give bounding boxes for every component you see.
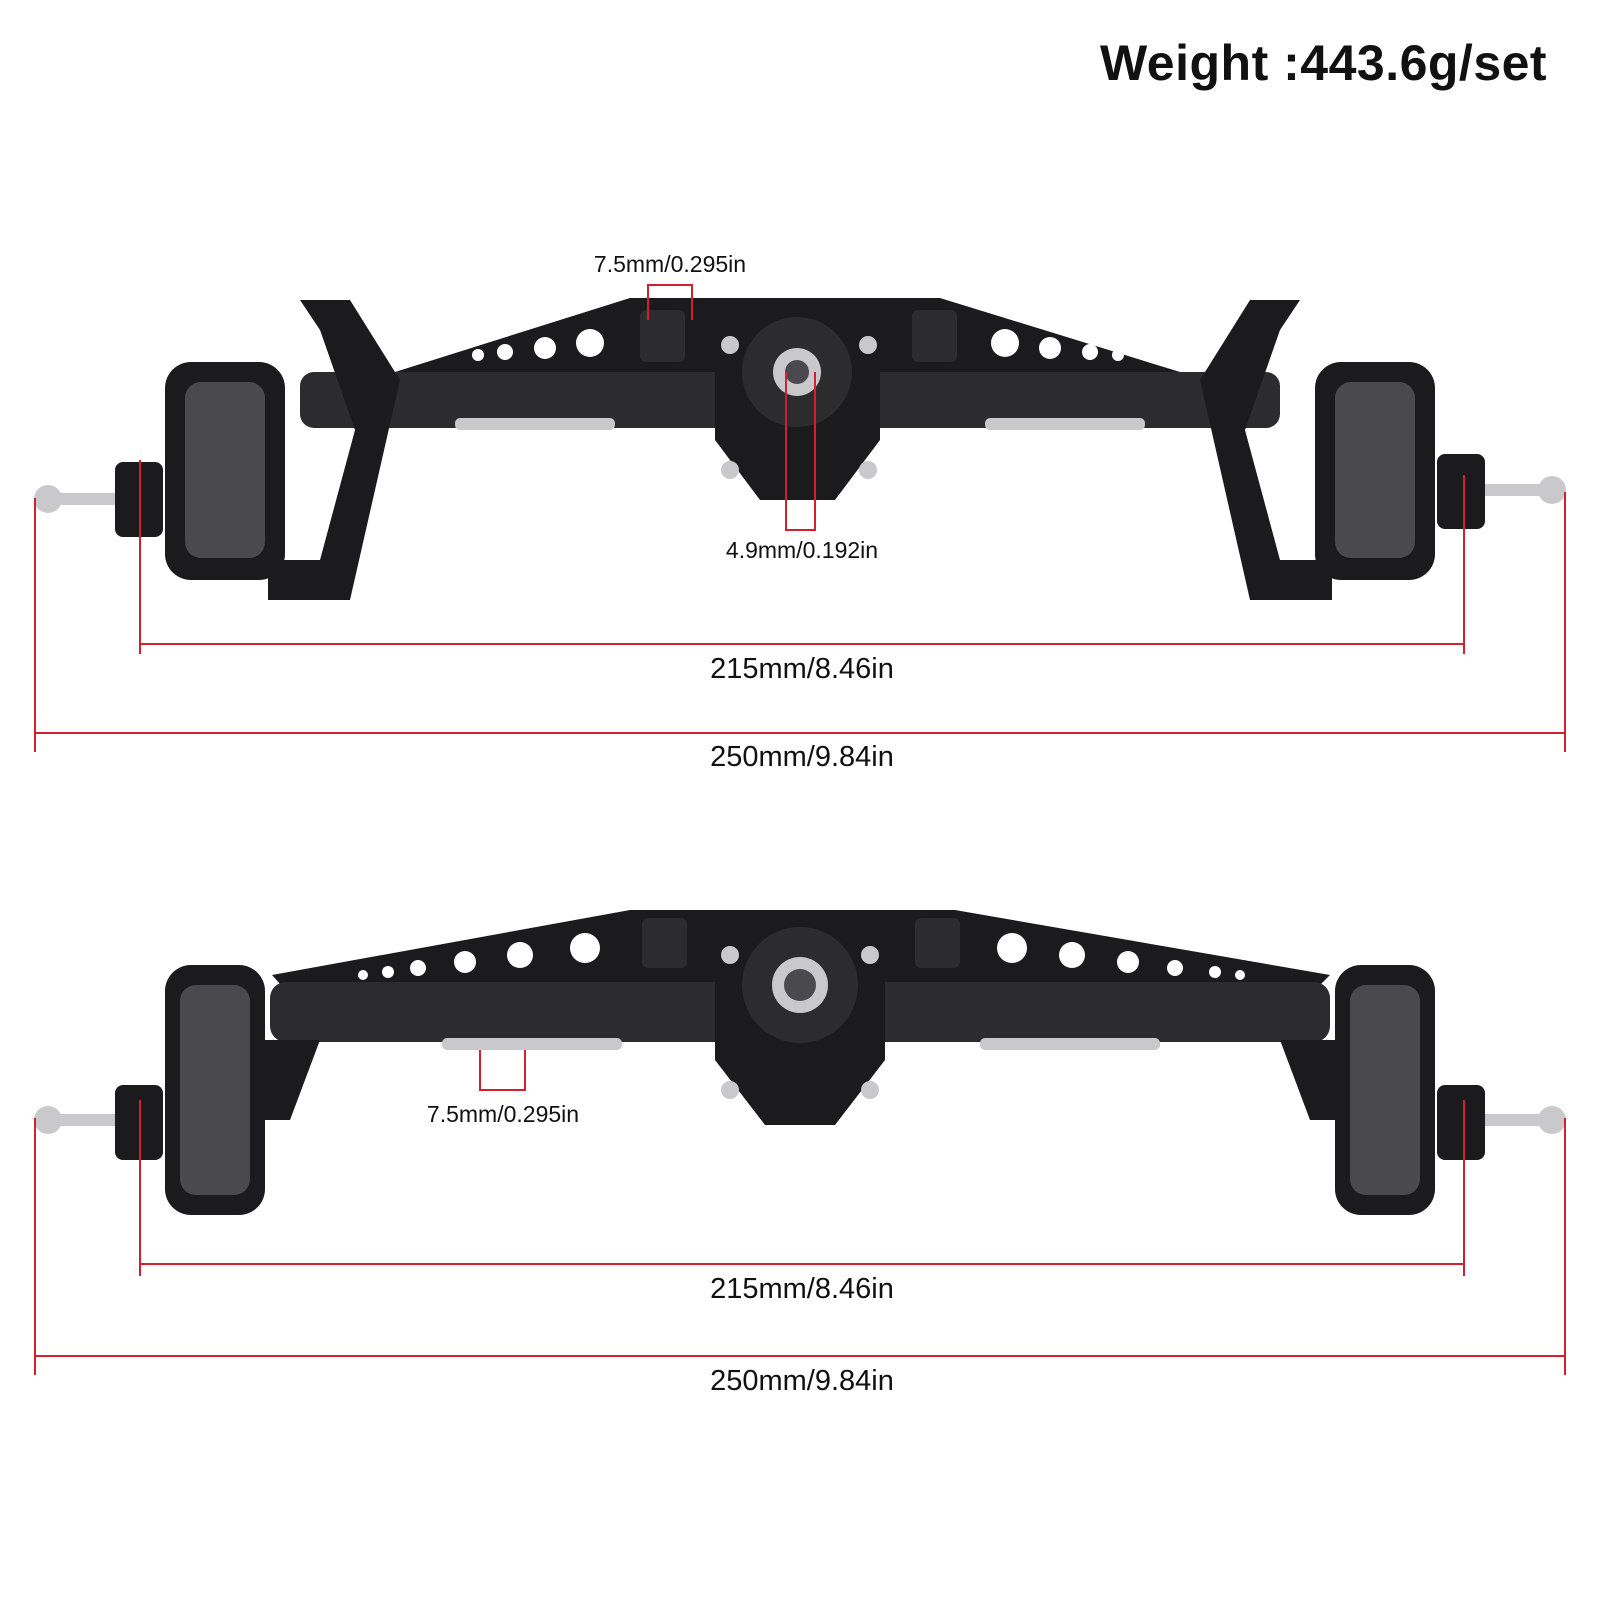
front-link-mount-label: 7.5mm/0.295in [594,251,746,277]
rear-overall-width-label: 250mm/9.84in [710,1365,894,1397]
front-truss-hole [1082,344,1098,360]
rear-truss-hole [507,942,533,968]
front-link-pin [985,418,1145,430]
front-left-wheel-nut [34,485,62,513]
front-truss-hole [991,329,1019,357]
rear-truss-hole [410,960,426,976]
rear-pinion-center [784,969,816,1001]
front-link-mount [640,310,685,362]
front-right-c-hub [1200,300,1332,600]
front-left-stub-shaft [52,493,132,505]
front-pinion-bracket [785,372,816,531]
rear-right-wheel-nut [1538,1106,1566,1134]
front-left-c-hub [268,300,400,600]
rear-right-portal-plate [1350,985,1420,1195]
rear-truss-hole [454,951,476,973]
rear-diff-bolt [861,1081,879,1099]
rear-truss-hole [570,933,600,963]
front-link-mount [912,310,957,362]
dimension-lines [34,284,1566,1375]
front-inner-width-label: 215mm/8.46in [710,653,894,685]
front-right-hex-hub [1437,454,1485,529]
front-link-mount-bracket [647,284,693,320]
rear-truss-hole [1209,966,1221,978]
rear-diff-bolt [861,946,879,964]
front-truss-hole [472,349,484,361]
front-right-wheel-nut [1538,476,1566,504]
rear-link-pin [442,1038,622,1050]
rear-truss-hole [1117,951,1139,973]
front-right-stub-shaft [1468,484,1548,496]
front-link-pin [455,418,615,430]
rear-left-portal-plate [180,985,250,1195]
front-pinion-label: 4.9mm/0.192in [726,537,878,563]
rear-axle [34,910,1566,1215]
rear-truss-hole [997,933,1027,963]
rear-truss-hole [358,970,368,980]
front-truss-hole [497,344,513,360]
rear-right-stub-shaft [1468,1114,1548,1126]
rear-left-wheel-nut [34,1106,62,1134]
front-left-portal-plate [185,382,265,558]
rear-truss-hole [382,966,394,978]
front-diff-bolt [721,336,739,354]
rear-link-mount-label: 7.5mm/0.295in [427,1101,579,1127]
front-truss-hole [576,329,604,357]
front-truss-hole [1112,349,1124,361]
front-right-portal-plate [1335,382,1415,558]
rear-link-pin [980,1038,1160,1050]
rear-truss-hole [1235,970,1245,980]
rear-left-stub-shaft [52,1114,132,1126]
rear-link-mount [915,918,960,968]
front-overall-width-label: 250mm/9.84in [710,741,894,773]
weight-title: Weight :443.6g/set [1100,35,1548,91]
rear-left-gusset [255,1040,320,1120]
rear-truss-hole [1167,960,1183,976]
front-axle [34,298,1566,600]
rear-link-mount [642,918,687,968]
front-truss-hole [1039,337,1061,359]
front-truss-hole [534,337,556,359]
rear-link-mount-bracket [479,1050,526,1091]
rear-right-hex-hub [1437,1085,1485,1160]
rear-truss-hole [1059,942,1085,968]
front-diff-bolt [721,461,739,479]
front-diff-bolt [859,461,877,479]
front-pinion-center [785,360,809,384]
rear-diff-bolt [721,946,739,964]
front-diff-bolt [859,336,877,354]
rear-diff-bolt [721,1081,739,1099]
rear-inner-width-label: 215mm/8.46in [710,1273,894,1305]
rear-right-gusset [1280,1040,1345,1120]
